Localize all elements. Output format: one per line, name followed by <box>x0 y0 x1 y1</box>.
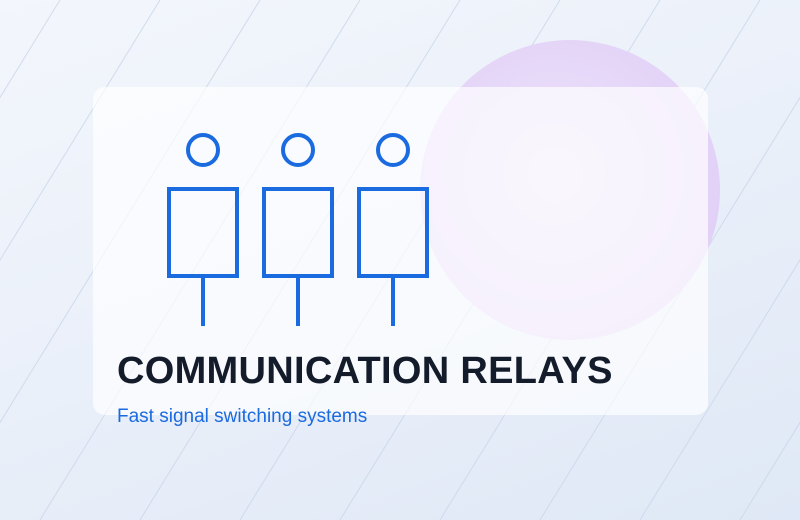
relay-symbol-icon <box>262 133 334 326</box>
page-subtitle: Fast signal switching systems <box>117 406 368 427</box>
relay-symbol-icon <box>167 133 239 326</box>
relay-symbol-icon <box>357 133 429 326</box>
page-title: COMMUNICATION RELAYS <box>117 350 613 392</box>
banner-card <box>93 87 708 415</box>
